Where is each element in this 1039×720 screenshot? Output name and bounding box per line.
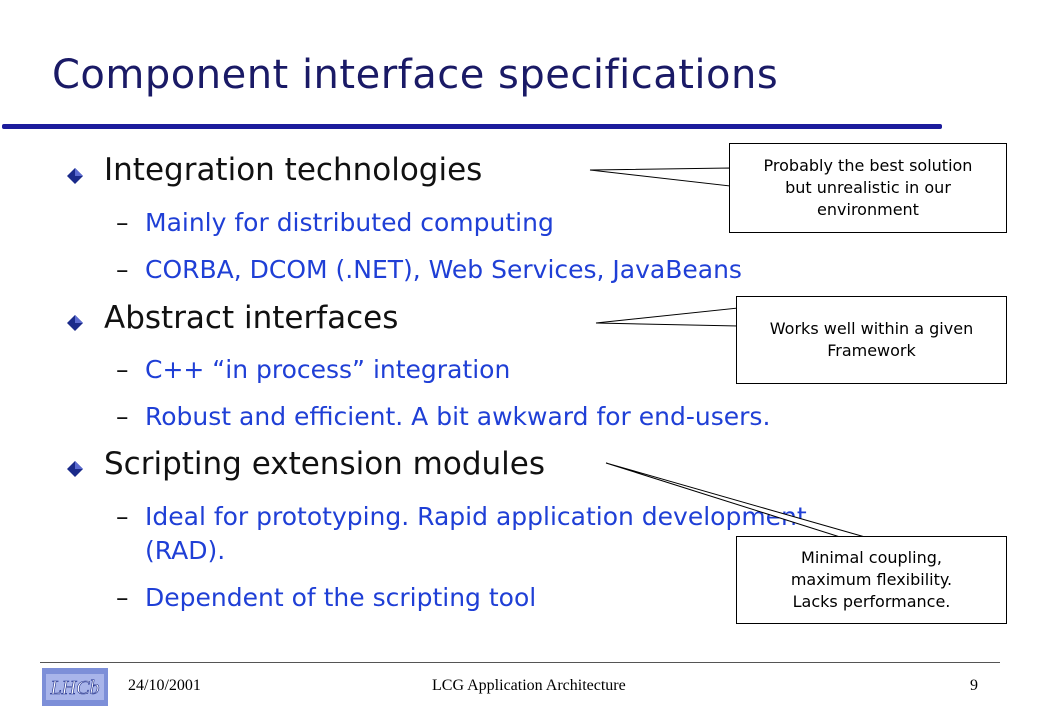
sub-item: Dependent of the scripting tool — [145, 583, 537, 612]
footer-title: LCG Application Architecture — [432, 677, 626, 694]
lhcb-logo-icon: LHCb — [42, 668, 108, 706]
footer-divider — [40, 662, 1000, 663]
sub-item: Robust and efficient. A bit awkward for … — [145, 402, 771, 431]
dash-marker: – — [116, 355, 129, 384]
callout-pointer-2 — [595, 307, 739, 327]
diamond-bullet-icon — [67, 315, 83, 331]
sub-item-continuation: (RAD). — [145, 536, 226, 565]
diamond-bullet-icon — [67, 168, 83, 184]
bullet-integration-technologies: Integration technologies — [104, 152, 483, 188]
footer-date: 24/10/2001 — [128, 677, 201, 694]
callout-works-well: Works well within a given Framework — [736, 296, 1007, 384]
callout-pointer-3 — [605, 462, 866, 538]
page-number: 9 — [970, 677, 978, 694]
callout-pointer-1 — [589, 167, 731, 187]
bullet-abstract-interfaces: Abstract interfaces — [104, 300, 399, 336]
slide-title: Component interface specifications — [52, 52, 779, 98]
dash-marker: – — [116, 402, 129, 431]
sub-item: Ideal for prototyping. Rapid application… — [145, 502, 807, 531]
dash-marker: – — [116, 255, 129, 284]
dash-marker: – — [116, 583, 129, 612]
bullet-scripting-extension-modules: Scripting extension modules — [104, 446, 546, 482]
diamond-bullet-icon — [67, 461, 83, 477]
svg-text:LHCb: LHCb — [50, 677, 100, 699]
dash-marker: – — [116, 208, 129, 237]
sub-item: CORBA, DCOM (.NET), Web Services, JavaBe… — [145, 255, 742, 284]
callout-minimal-coupling: Minimal coupling, maximum flexibility. L… — [736, 536, 1007, 624]
sub-item: Mainly for distributed computing — [145, 208, 554, 237]
dash-marker: – — [116, 502, 129, 531]
callout-best-solution: Probably the best solution but unrealist… — [729, 143, 1007, 233]
sub-item: C++ “in process” integration — [145, 355, 511, 384]
title-underline — [2, 124, 942, 129]
